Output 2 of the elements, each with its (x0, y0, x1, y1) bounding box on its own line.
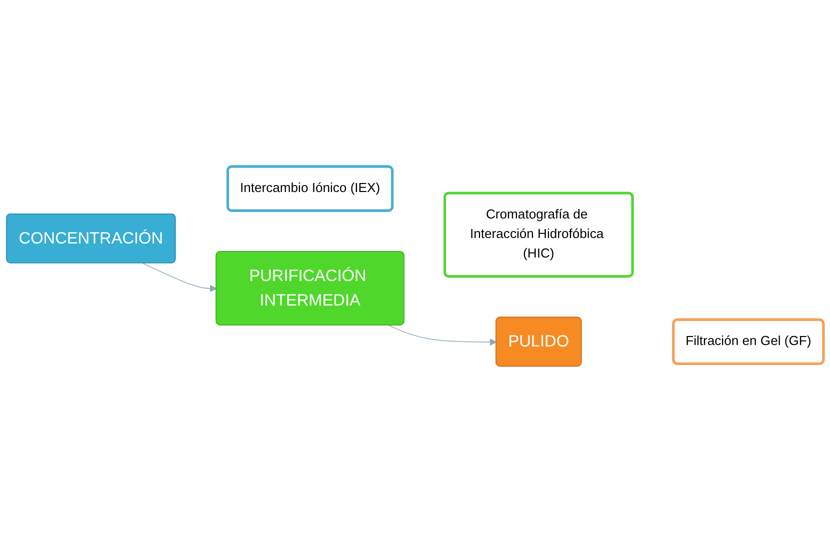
arrow (388, 325, 497, 346)
arrow (142, 263, 217, 292)
